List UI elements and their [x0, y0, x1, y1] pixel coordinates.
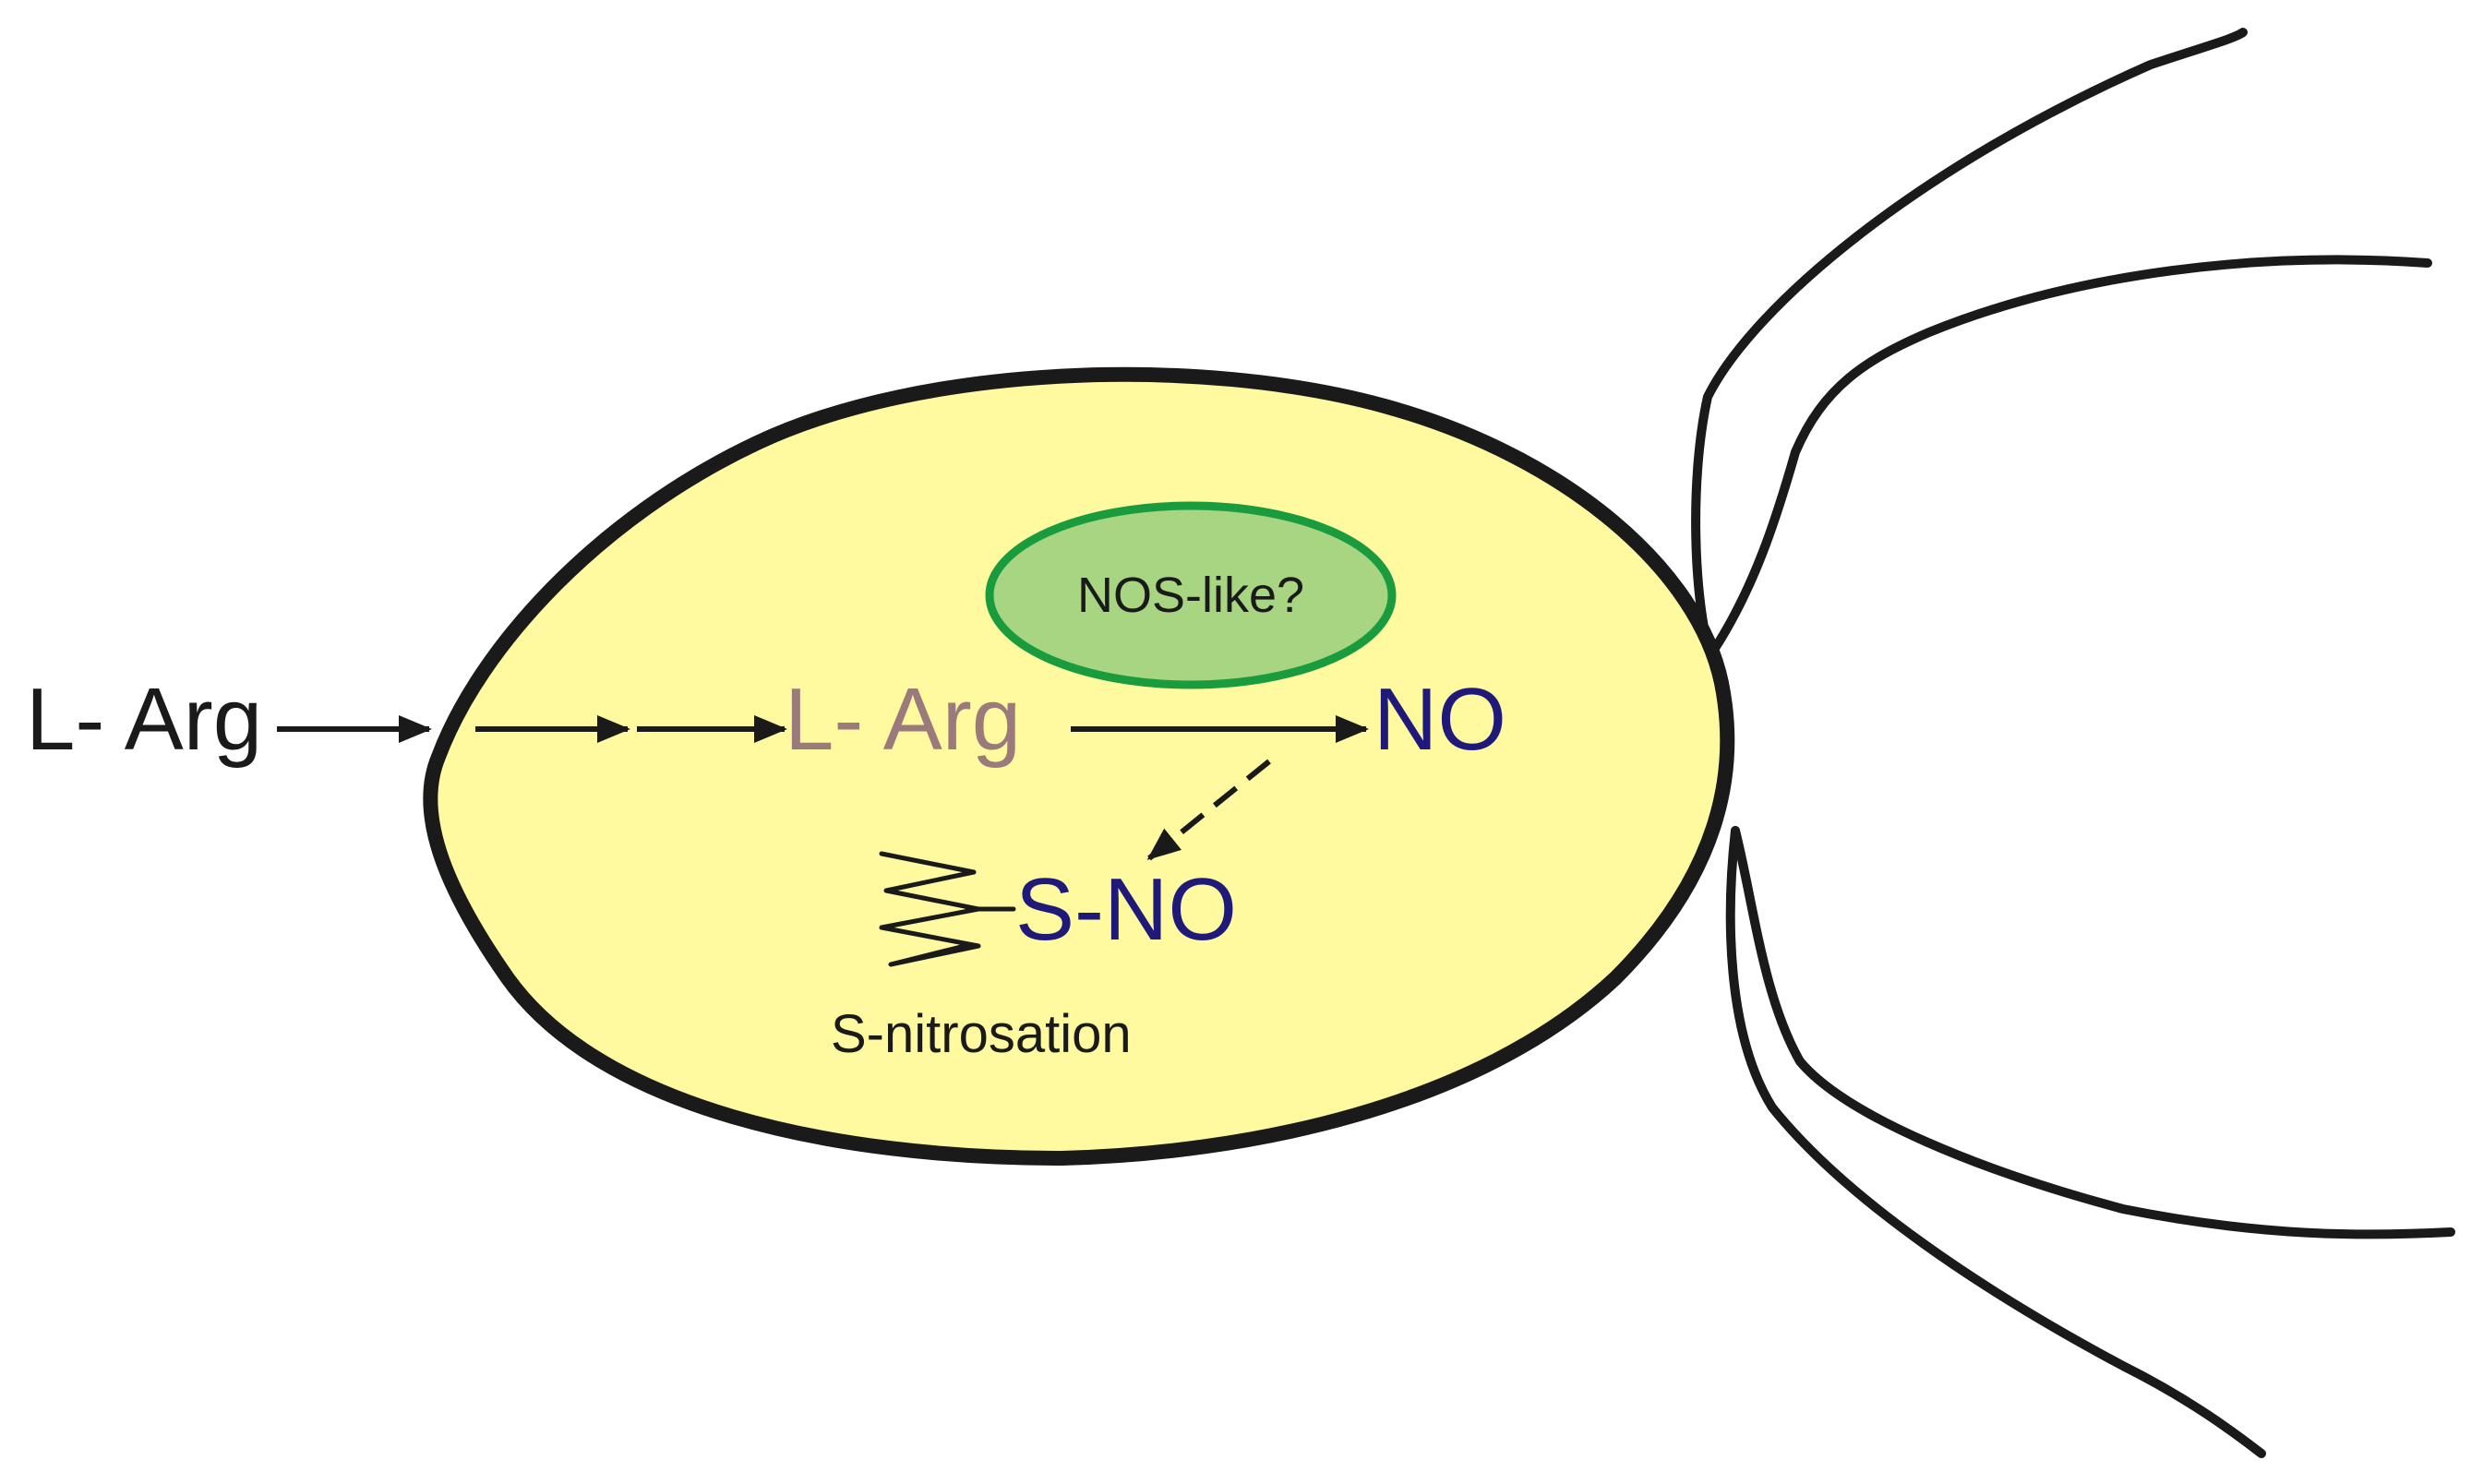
enzyme-label: NOS-like?: [1077, 568, 1304, 623]
flagellum-2: [1706, 255, 2432, 660]
flagella-group: [1691, 28, 2455, 1458]
no-product-label: NO: [1373, 670, 1506, 769]
flagellum-4: [1725, 826, 2266, 1458]
s-nitrosation-label: S-nitrosation: [831, 1004, 1132, 1064]
flagellum-1: [1691, 28, 2248, 660]
inside-l-arg-label: L- Arg: [785, 670, 1021, 769]
flagellum-3: [1731, 826, 2455, 1239]
zigzag-protein-icon: [879, 851, 1016, 967]
dashed-arrow-no-to-sno: [1146, 759, 1271, 861]
cell-body: [423, 366, 1735, 1166]
s-no-label: S-NO: [1015, 860, 1237, 959]
outside-l-arg-label: L- Arg: [26, 670, 262, 769]
nos-like-enzyme: [985, 501, 1397, 689]
transport-arrows: [277, 715, 1369, 861]
